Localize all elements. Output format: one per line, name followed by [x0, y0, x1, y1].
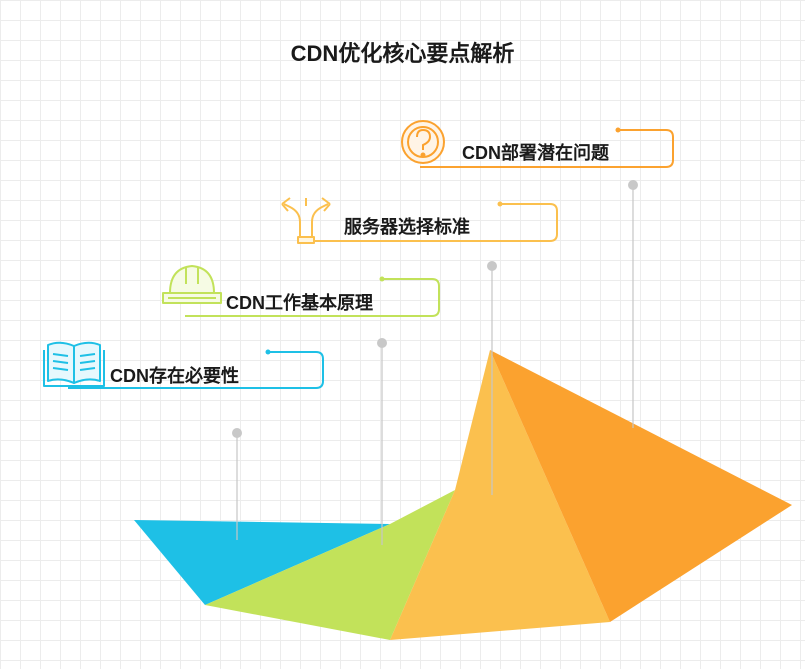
label-frame-4 [420, 129, 674, 168]
signpost-icon [281, 197, 331, 244]
label-frame-1 [68, 351, 324, 389]
facet-orange [490, 350, 792, 622]
pointer-dot-4 [628, 180, 638, 190]
pointer-dot-3 [487, 261, 497, 271]
hard-hat-icon [162, 265, 222, 304]
label-frame-3 [305, 203, 558, 242]
item-label-3: 服务器选择标准 [344, 217, 470, 237]
facet-green [205, 490, 455, 640]
item-label-2: CDN工作基本原理 [226, 293, 373, 313]
page-title: CDN优化核心要点解析 [290, 41, 515, 66]
pointer-dot-2 [377, 338, 387, 348]
question-icon [401, 120, 445, 164]
facet-blue [134, 520, 390, 605]
facet-yellow [390, 350, 610, 640]
item-label-4: CDN部署潜在问题 [462, 143, 609, 163]
pointer-dot-1 [232, 428, 242, 438]
open-book-icon [43, 341, 105, 387]
item-label-1: CDN存在必要性 [110, 366, 239, 386]
label-frame-2 [185, 278, 440, 317]
